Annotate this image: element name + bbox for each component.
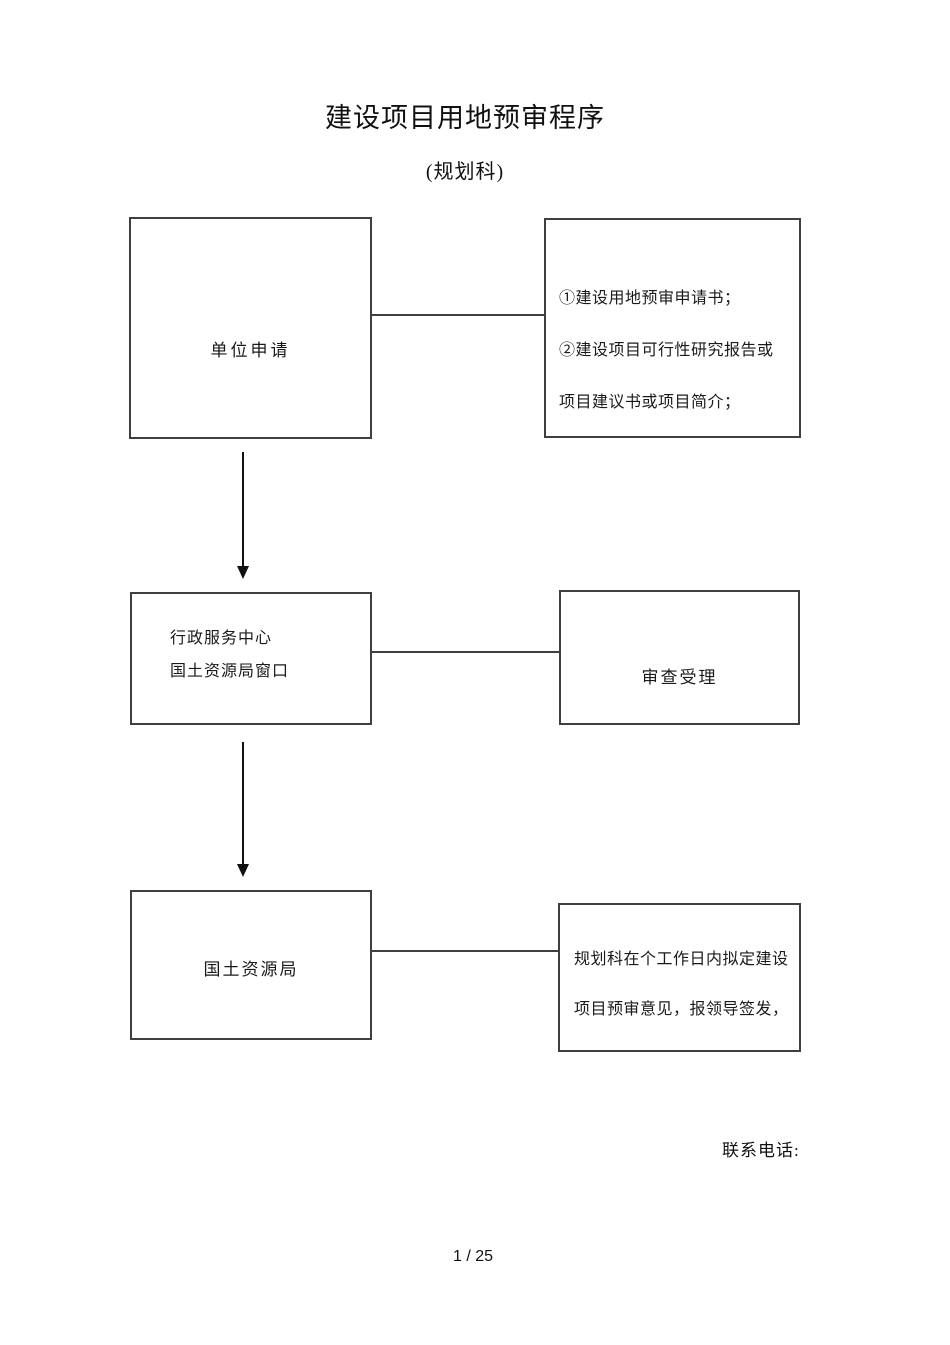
flow-box-planning-opinion: 规划科在个工作日内拟定建设 项目预审意见，报领导签发， [558,903,801,1052]
flow-box-applicant-label: 单位申请 [210,340,291,360]
opinion-line-1: 规划科在个工作日内拟定建设 [574,951,789,968]
flow-box-required-documents: ①建设用地预审申请书； ②建设项目可行性研究报告或 项目建议书或项目简介； [544,218,801,438]
contact-phone-label: 联系电话: [722,1141,800,1160]
down-arrow-2-shaft [242,742,244,864]
down-arrow-1-head [237,566,249,579]
flow-box-review-acceptance: 审查受理 [559,590,800,725]
connector-row1 [372,314,544,316]
docs-line-3: 项目建议书或项目简介； [559,394,741,411]
flow-box-review-label: 审查受理 [641,667,718,687]
connector-row3 [372,950,558,952]
down-arrow-2-head [237,864,249,877]
down-arrow-1-shaft [242,452,244,566]
down-arrow-1 [237,452,249,579]
page-number: 1 / 25 [453,1248,494,1265]
flow-box-applicant: 单位申请 [129,217,372,439]
page-subtitle: (规划科) [425,161,505,183]
docs-line-1: ①建设用地预审申请书； [559,290,741,307]
service-center-line-2: 国土资源局窗口 [170,663,290,680]
flow-box-bureau-label: 国土资源局 [203,959,299,979]
service-center-line-1: 行政服务中心 [170,630,273,647]
flow-box-land-resources-bureau: 国土资源局 [130,890,372,1040]
connector-row2 [372,651,559,653]
docs-line-2: ②建设项目可行性研究报告或 [559,342,774,359]
down-arrow-2 [237,742,249,877]
page-title: 建设项目用地预审程序 [325,103,605,133]
opinion-line-2: 项目预审意见，报领导签发， [574,1001,789,1018]
flow-box-service-center: 行政服务中心 国土资源局窗口 [130,592,372,725]
